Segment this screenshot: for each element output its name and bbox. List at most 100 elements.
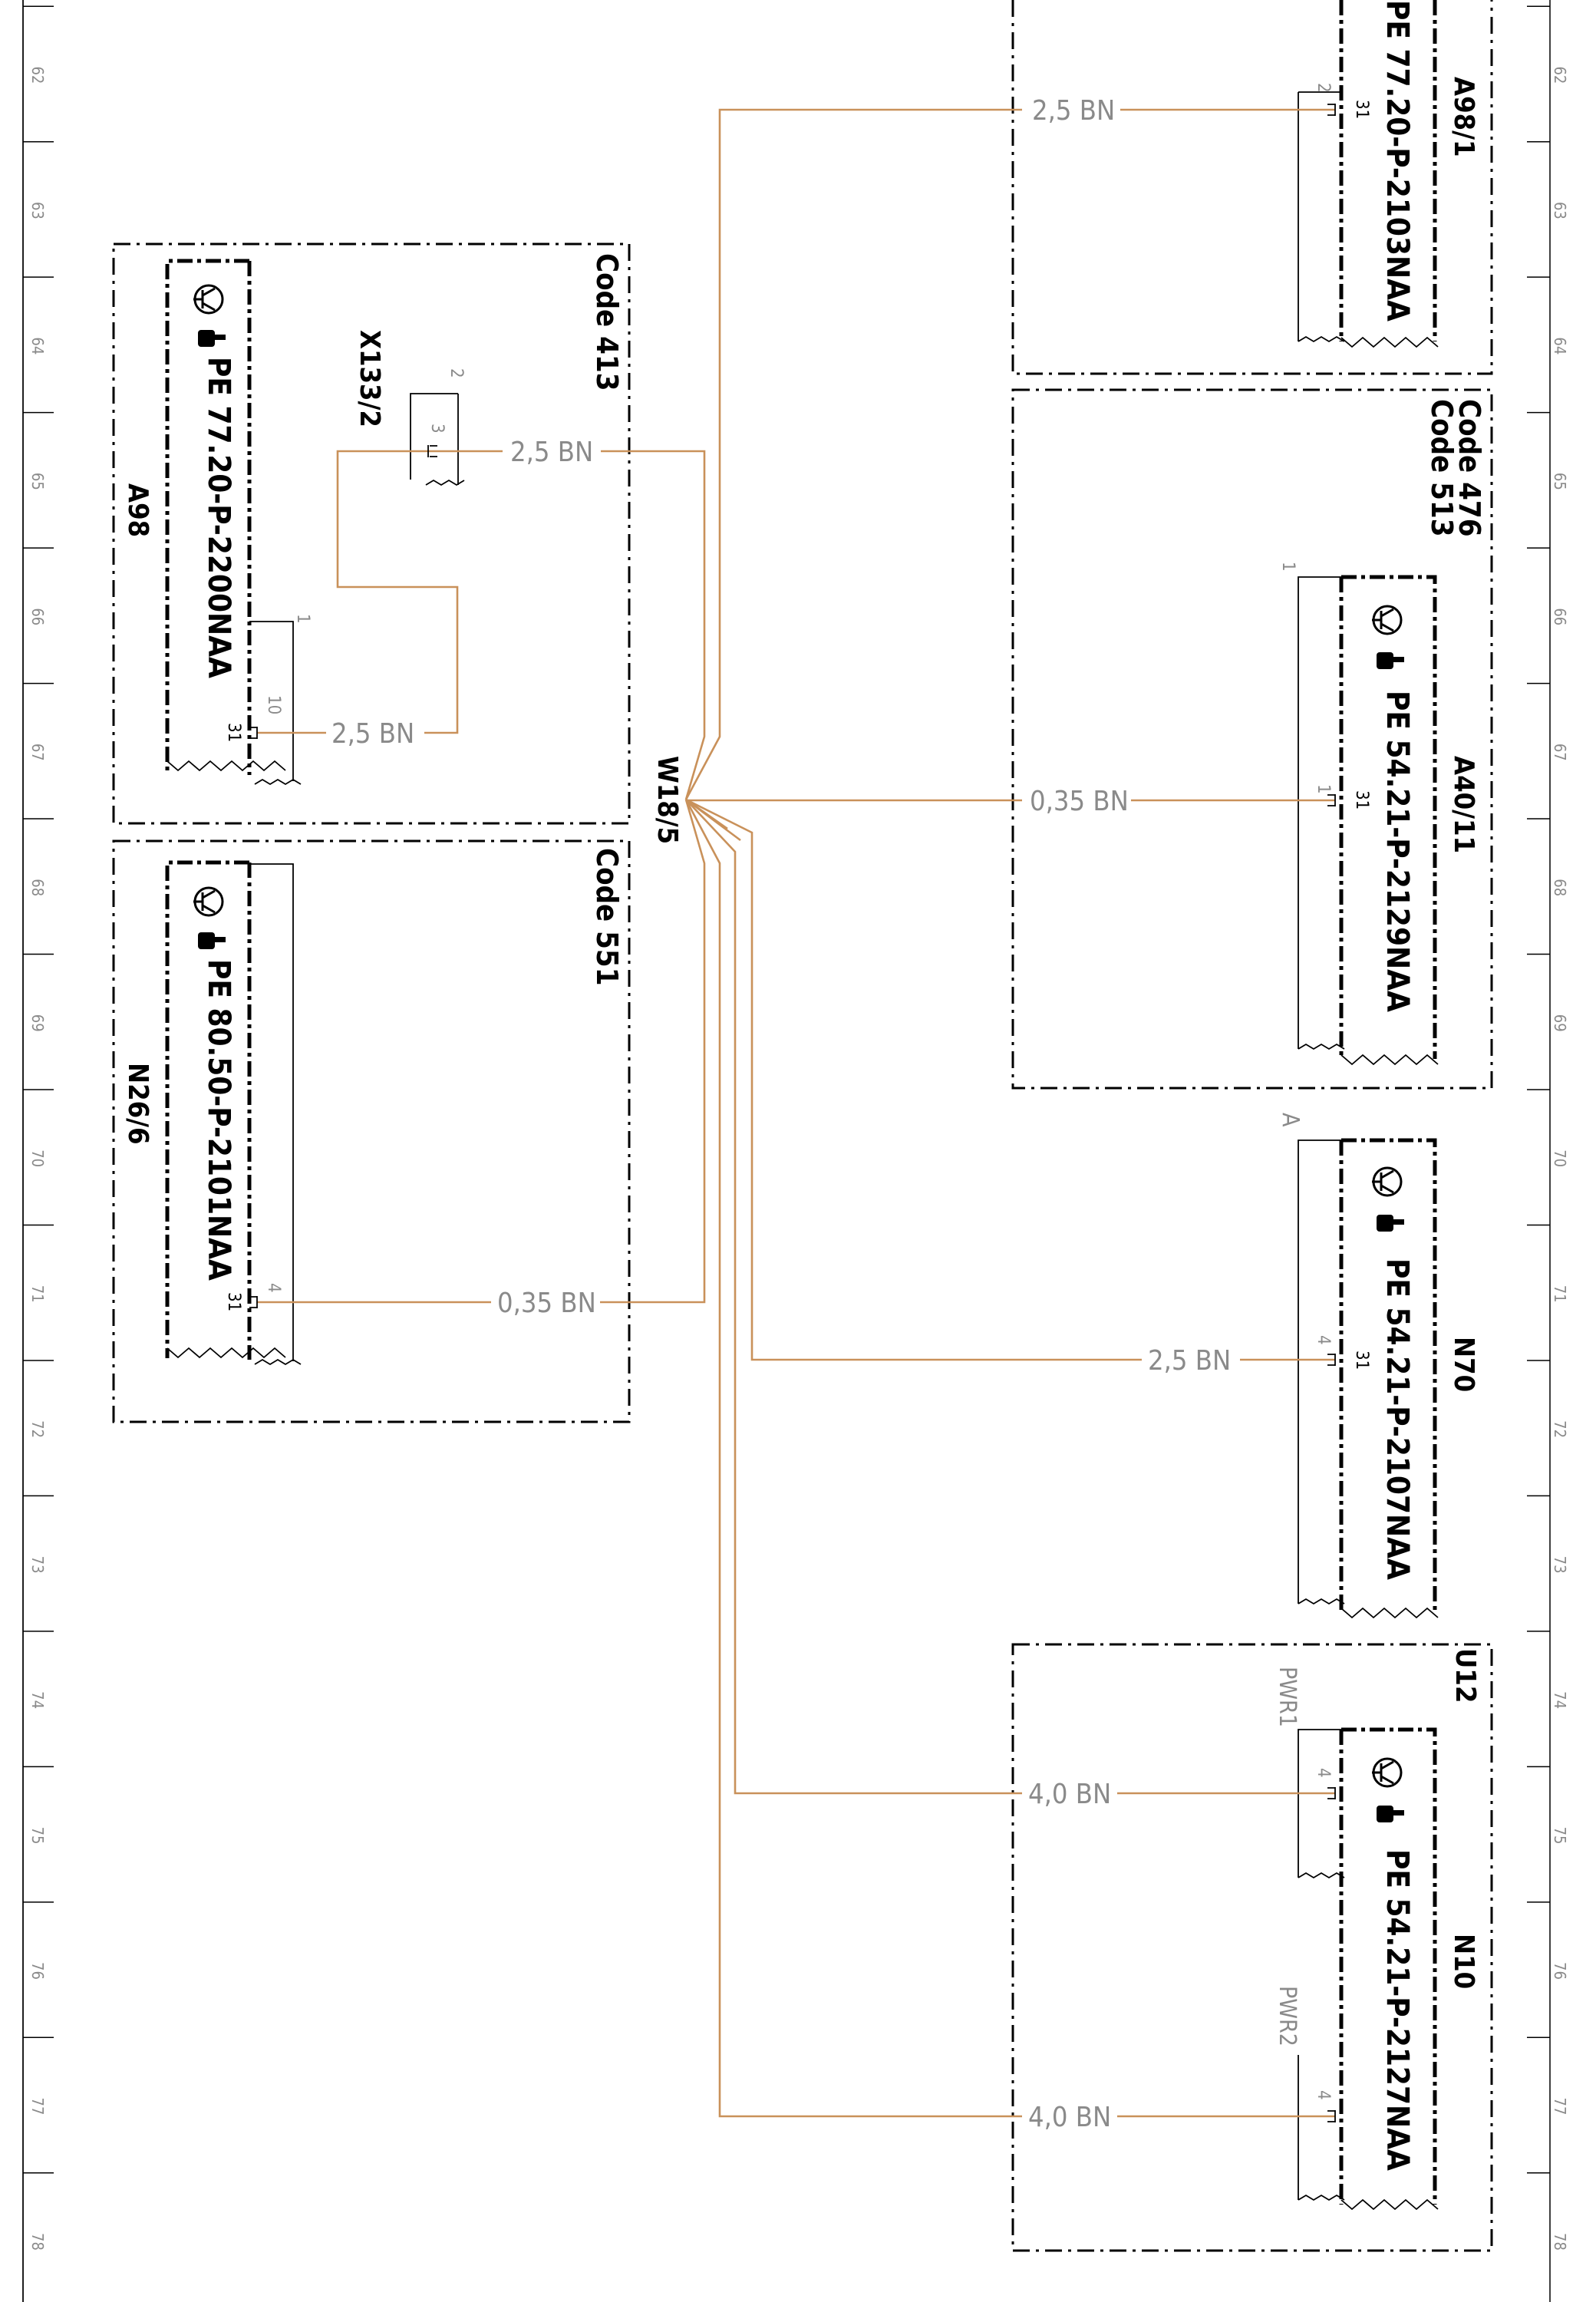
x133-2-pin-b: 3 [427,424,447,434]
wire-label-x133: 2,5 BN [510,437,593,468]
row-number: 68 [28,879,47,896]
pointing-hand-icon [198,330,226,347]
harness-w18-5: W18/5 [651,756,683,844]
n26-6-id: N26/6 [122,1063,153,1145]
row-number: 63 [1551,202,1569,219]
n10-pin2: 4 [1314,2090,1333,2100]
wire-label-n70: 2,5 BN [1148,1345,1231,1377]
n10-pwr1: PWR1 [1274,1667,1301,1727]
n10-pin1: 4 [1314,1768,1333,1778]
row-number: 68 [1551,879,1569,896]
icons [193,284,1404,1822]
a98-1-ref: PE 77.20-P-2103NAA [1380,0,1415,322]
a98-1-box [1011,0,1493,375]
row-number: 66 [1551,608,1569,625]
n26-6-pin-num: 4 [264,1283,283,1293]
row-number: 72 [28,1420,47,1438]
n26-6-ref: PE 80.50-P-2101NAA [201,959,236,1281]
wires [257,108,1335,2118]
a98-pin-num: 10 [264,695,283,714]
n10-unit [1298,1727,1439,2211]
wire-fan-2 [685,798,728,830]
wire-label-a40: 0,35 BN [1030,786,1129,817]
x133-2-connector [410,393,465,486]
a98-1-unit [1298,0,1439,348]
transistor-icon [1372,605,1403,635]
row-number: 74 [1551,1691,1569,1709]
pointing-hand-icon [198,932,226,949]
row-number: 70 [1551,1149,1569,1167]
a98-1-id: A98/1 [1448,77,1479,157]
transistor-icon [1372,1757,1403,1788]
n70-pin: 31 [1352,1351,1371,1370]
row-number: 71 [1551,1285,1569,1303]
wire-label-a98-1: 2,5 BN [1032,95,1115,127]
u12-box [1011,1643,1493,2252]
a40-11-pin-num: 1 [1314,784,1333,794]
row-number: 77 [28,2098,47,2116]
code-513-label: Code 513 [1425,399,1459,537]
a98-pin: 31 [224,723,243,742]
a98-1-pin: 31 [1352,100,1371,119]
row-number: 70 [28,1149,47,1167]
pin-connectors [249,104,1336,2122]
wire-a98-1 [684,108,1335,800]
row-number: 75 [28,1827,47,1845]
a40-11-ref: PE 54.21-P-2129NAA [1380,691,1415,1012]
row-number: 67 [28,744,47,761]
row-number: 64 [28,337,47,355]
n70-unit [1298,1138,1439,1619]
row-number: 76 [28,1962,47,1980]
row-number: 62 [1551,66,1569,84]
code-476-label: Code 476 [1453,399,1486,537]
code-413-box [112,242,631,825]
row-number: 73 [1551,1556,1569,1574]
row-number: 65 [1551,473,1569,490]
row-number: 66 [28,608,47,625]
row-number: 75 [1551,1827,1569,1845]
row-ticks [23,5,1550,2174]
n70-id: N70 [1448,1337,1479,1392]
row-number: 73 [28,1556,47,1574]
wire-label-a98: 2,5 BN [331,718,414,750]
row-number: 72 [1551,1420,1569,1438]
transistor-icon [193,284,224,315]
wire-n10-pwr2 [684,799,1335,2118]
n10-pwr2: PWR2 [1274,1986,1301,2046]
pointing-hand-icon [1377,652,1404,669]
a98-ref: PE 77.20-P-2200NAA [201,357,236,678]
row-number: 77 [1551,2098,1569,2116]
row-number: 69 [28,1014,47,1032]
n26-6-pin: 31 [224,1292,243,1311]
wire-n70 [685,798,1335,1361]
a40-11-pin-top: 1 [1278,562,1298,572]
code-476-513-box [1011,388,1493,1090]
pointing-hand-icon [1377,1215,1404,1232]
transistor-icon [193,886,224,917]
a98-1-pin-top: 2 [1314,83,1333,93]
row-number: 64 [1551,337,1569,355]
a40-11-id: A40/11 [1448,756,1479,853]
pointing-hand-icon [1377,1806,1404,1822]
wire-label-n26: 0,35 BN [497,1288,596,1319]
wire-label-n10-pwr1: 4,0 BN [1028,1779,1111,1810]
a98-unit [165,259,302,786]
n70-pin-top: A [1277,1113,1304,1127]
wire-a98-jumper [257,450,459,734]
a98-id: A98 [122,483,153,537]
n26-unit [165,860,302,1366]
wire-label-n10-pwr2: 4,0 BN [1028,2102,1111,2133]
wire-n10-pwr1 [685,799,1335,1795]
code-551-box [112,839,631,1423]
n10-ref: PE 54.21-P-2127NAA [1380,1849,1415,2171]
row-number: 62 [28,66,47,84]
row-number: 65 [28,473,47,490]
wire-n26 [257,799,706,1304]
row-number: 71 [28,1285,47,1303]
row-number: 63 [28,202,47,219]
row-number: 78 [1551,2233,1569,2251]
x133-2-id: X133/2 [354,330,385,427]
transistor-icon [1372,1166,1403,1197]
